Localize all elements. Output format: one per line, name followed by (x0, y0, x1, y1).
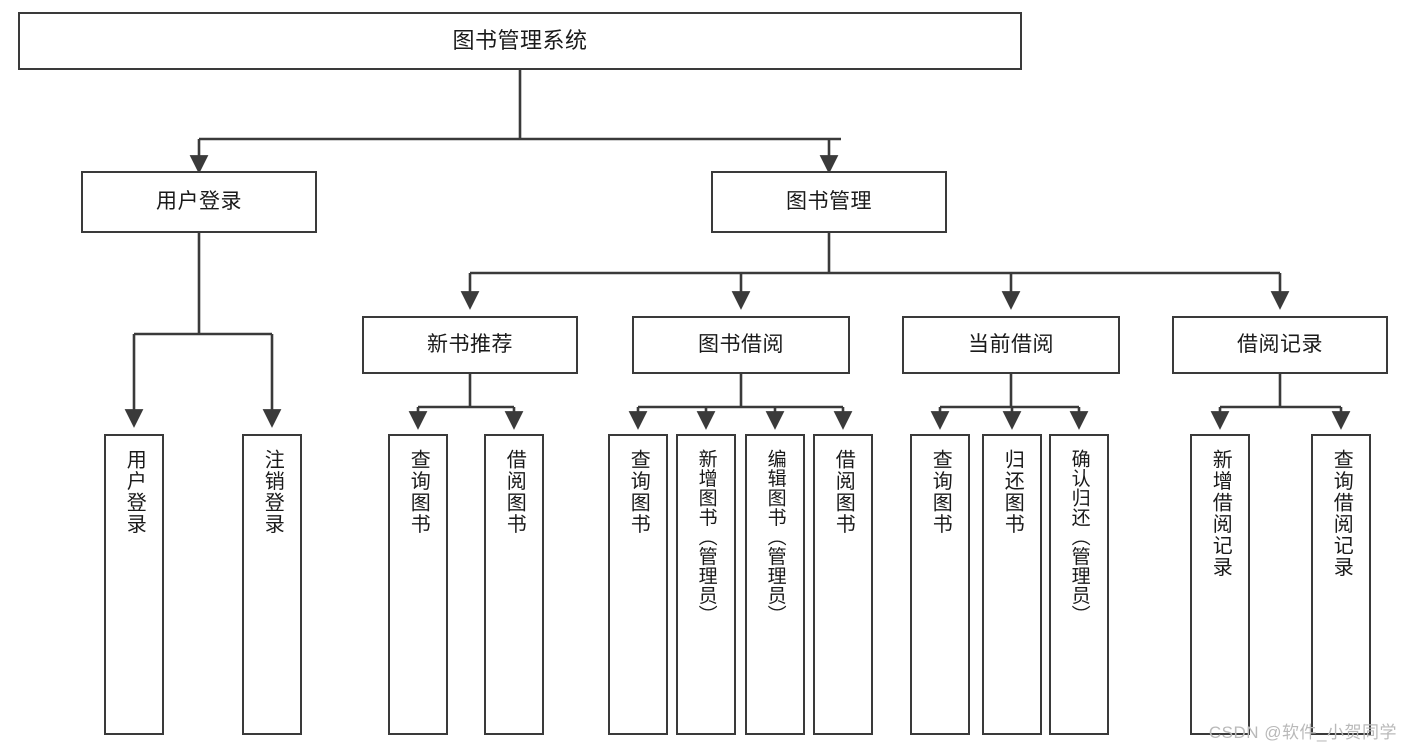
node-leaf-query-book-borrow[interactable]: 查询图书 (608, 434, 668, 735)
node-book-borrow-label: 图书借阅 (698, 332, 784, 356)
node-leaf-confirm-return-admin[interactable]: 确认归还（管理员） (1049, 434, 1109, 735)
node-leaf-confirm-return-admin-label: 确认归还（管理员） (1068, 449, 1090, 625)
node-leaf-edit-book-admin-label: 编辑图书（管理员） (764, 449, 786, 625)
node-current-borrow[interactable]: 当前借阅 (902, 316, 1120, 374)
node-borrow-record-label: 借阅记录 (1237, 332, 1323, 356)
node-borrow-record[interactable]: 借阅记录 (1172, 316, 1388, 374)
node-leaf-query-book-borrow-label: 查询图书 (627, 449, 650, 535)
node-leaf-query-borrow-record[interactable]: 查询借阅记录 (1311, 434, 1371, 735)
node-leaf-logout[interactable]: 注销登录 (242, 434, 302, 735)
node-new-book-rec[interactable]: 新书推荐 (362, 316, 578, 374)
node-current-borrow-label: 当前借阅 (968, 332, 1054, 356)
node-leaf-user-login-label: 用户登录 (123, 449, 146, 535)
node-root-label: 图书管理系统 (452, 28, 588, 54)
node-leaf-return-book-label: 归还图书 (1001, 449, 1024, 535)
node-book-manage-label: 图书管理 (786, 189, 872, 213)
node-leaf-add-book-admin[interactable]: 新增图书（管理员） (676, 434, 736, 735)
node-leaf-return-book[interactable]: 归还图书 (982, 434, 1042, 735)
node-leaf-logout-label: 注销登录 (261, 449, 284, 535)
node-leaf-query-book-rec-label: 查询图书 (407, 449, 430, 535)
node-leaf-borrow-book[interactable]: 借阅图书 (813, 434, 873, 735)
node-root[interactable]: 图书管理系统 (18, 12, 1022, 70)
node-new-book-rec-label: 新书推荐 (427, 332, 513, 356)
csdn-watermark: CSDN @软件_小贺同学 (1208, 723, 1397, 742)
node-leaf-query-book-current[interactable]: 查询图书 (910, 434, 970, 735)
node-leaf-borrow-book-label: 借阅图书 (832, 449, 855, 535)
node-leaf-user-login[interactable]: 用户登录 (104, 434, 164, 735)
node-leaf-query-borrow-record-label: 查询借阅记录 (1330, 449, 1353, 578)
node-leaf-edit-book-admin[interactable]: 编辑图书（管理员） (745, 434, 805, 735)
node-leaf-add-borrow-record-label: 新增借阅记录 (1209, 449, 1232, 578)
node-book-manage[interactable]: 图书管理 (711, 171, 947, 233)
node-leaf-query-book-current-label: 查询图书 (929, 449, 952, 535)
node-leaf-borrow-book-rec[interactable]: 借阅图书 (484, 434, 544, 735)
node-leaf-query-book-rec[interactable]: 查询图书 (388, 434, 448, 735)
node-leaf-add-book-admin-label: 新增图书（管理员） (695, 449, 717, 625)
node-book-borrow[interactable]: 图书借阅 (632, 316, 850, 374)
node-leaf-borrow-book-rec-label: 借阅图书 (503, 449, 526, 535)
node-user-login-label: 用户登录 (156, 189, 242, 213)
node-leaf-add-borrow-record[interactable]: 新增借阅记录 (1190, 434, 1250, 735)
node-user-login[interactable]: 用户登录 (81, 171, 317, 233)
